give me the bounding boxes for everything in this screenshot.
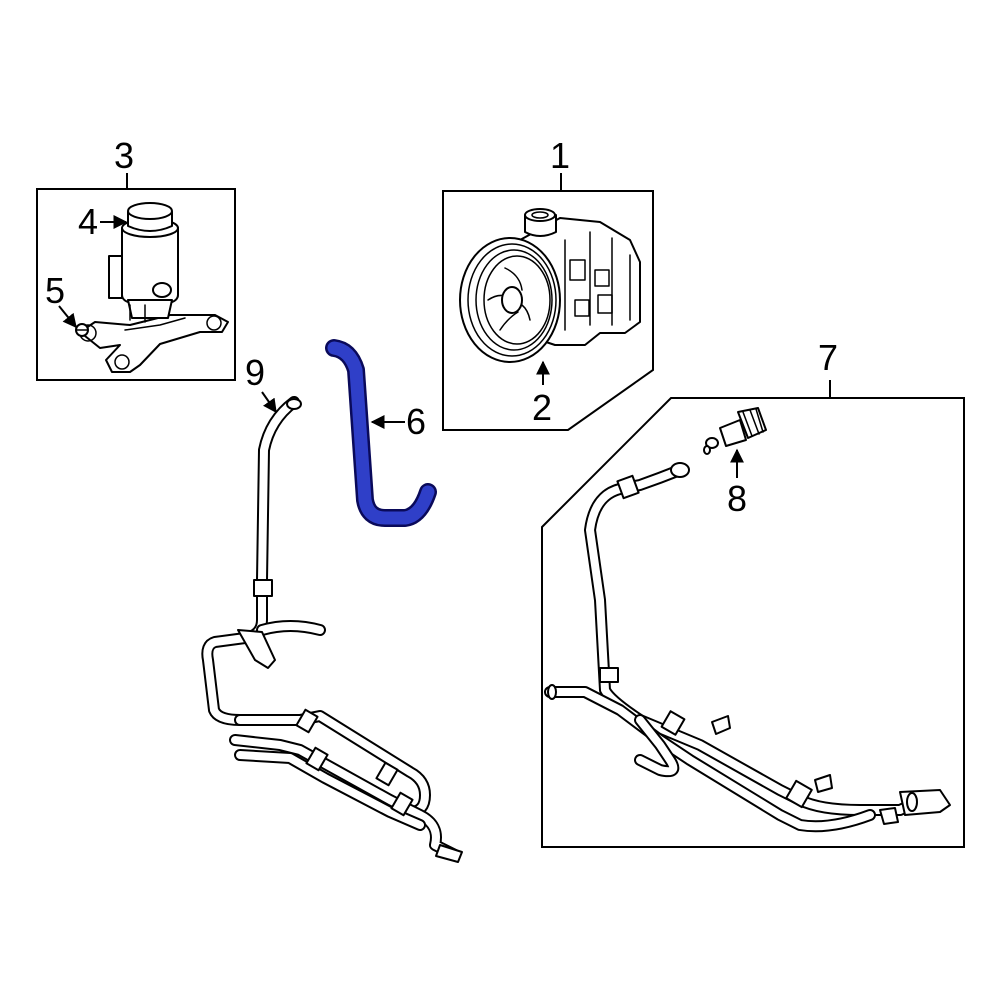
pressure-line-box (541, 397, 965, 848)
callout-6[interactable]: 6 (406, 401, 426, 442)
return-line-cooler (201, 396, 463, 863)
reservoir-assembly-group: 3 4 5 (36, 135, 236, 381)
callout-4[interactable]: 4 (78, 201, 98, 242)
power-steering-hose-highlighted[interactable] (325, 339, 437, 527)
reservoir-bracket (79, 314, 229, 373)
pump-assembly-box (442, 190, 654, 431)
callout-3[interactable]: 3 (114, 135, 134, 176)
power-steering-reservoir (108, 218, 179, 323)
callout-7[interactable]: 7 (818, 337, 838, 378)
bracket-bolt (75, 323, 89, 337)
callout-5[interactable]: 5 (45, 270, 65, 311)
pressure-line-group: 7 8 (541, 337, 965, 848)
callout-9[interactable]: 9 (245, 352, 265, 393)
reservoir-assembly-box (36, 188, 236, 381)
reservoir-cap (127, 202, 173, 232)
pump-assembly-group: 1 2 (442, 135, 654, 431)
callout-2[interactable]: 2 (532, 387, 552, 428)
callout-8[interactable]: 8 (727, 478, 747, 519)
power-steering-pump (459, 208, 641, 363)
pressure-line-fitting (703, 407, 767, 455)
callout-1[interactable]: 1 (550, 135, 570, 176)
hose-clamp (253, 579, 273, 597)
pressure-line-hose (544, 462, 951, 833)
